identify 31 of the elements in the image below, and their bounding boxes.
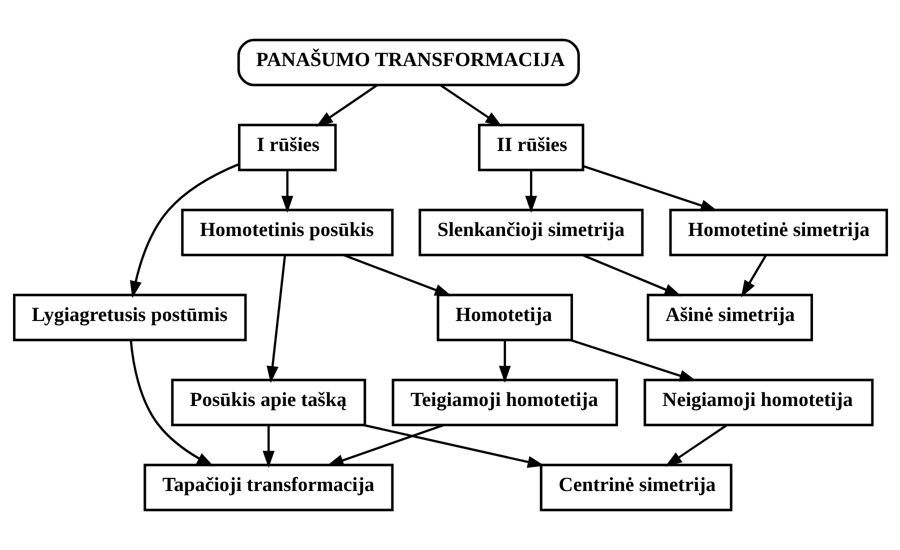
arrow <box>266 255 286 384</box>
arrow <box>262 425 274 468</box>
node-box: Homotetija <box>436 294 572 342</box>
node-box: PANAŠUMO TRANSFORMACIJA <box>236 38 580 86</box>
node-box: Homotetinė simetrija <box>668 208 888 256</box>
arrow <box>498 340 510 383</box>
arrow <box>129 340 214 467</box>
node-box: II rūšies <box>478 124 584 172</box>
arrow <box>280 170 293 213</box>
node-box: Neigiamoji homotetija <box>643 378 874 426</box>
node-box: Tapačioji transformacija <box>143 464 394 512</box>
node-box: Lygiagretusis postūmis <box>12 294 246 342</box>
node-box: Ašinė simetrija <box>646 294 812 342</box>
node-box: Posūkis apie tašką <box>170 378 366 426</box>
arrow <box>326 424 444 466</box>
node-box: Slenkančioji simetrija <box>418 208 644 256</box>
arrow <box>664 424 727 467</box>
arrow <box>570 339 696 382</box>
node-box: Homotetinis posūkis <box>180 208 394 256</box>
arrow <box>582 164 718 212</box>
node-box: Teigiamoji homotetija <box>391 378 618 426</box>
node-box: Centrinė simetrija <box>539 464 732 512</box>
arrow <box>315 84 378 127</box>
arrow <box>343 254 452 296</box>
arrow <box>439 84 502 127</box>
node-box: I rūšies <box>238 124 336 172</box>
arrow <box>740 254 766 298</box>
arrow <box>362 424 544 468</box>
arrow <box>582 254 682 296</box>
arrow <box>524 170 537 213</box>
arrow <box>129 163 240 298</box>
